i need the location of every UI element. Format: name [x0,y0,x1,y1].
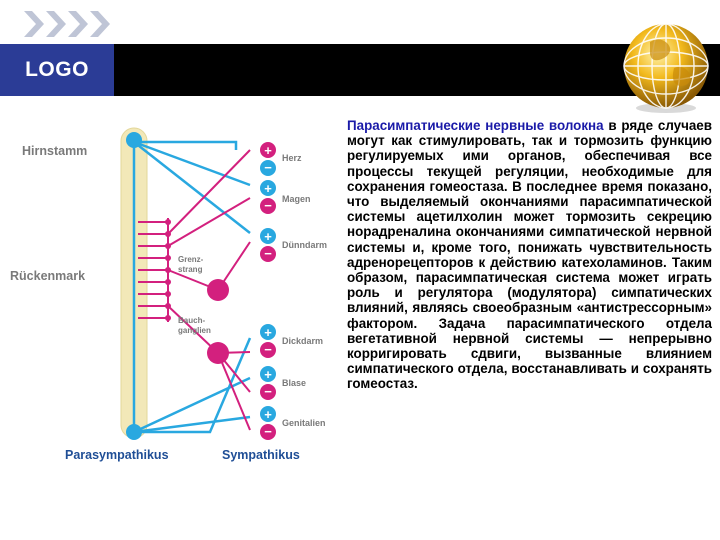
body-text: Парасимпатические нервные волокна в ряде… [347,118,712,392]
body-text-rest: в ряде случаев могут как стимулировать, … [347,118,712,392]
organ-dickdarm: Dickdarm [282,336,323,346]
svg-text:−: − [264,160,272,175]
organ-genitalien: Genitalien [282,418,326,428]
svg-text:−: − [264,342,272,357]
logo-text: LOGO [25,58,89,81]
caption-parasympathikus: Parasympathikus [65,448,169,462]
caption-sympathikus: Sympathikus [222,448,300,462]
body-text-highlight: Парасимпатические нервные волокна [347,118,604,133]
svg-text:+: + [264,143,272,158]
nervous-system-diagram: + − + − + − + − + − + − Hirnstamm Rücken… [10,127,327,462]
organ-magen: Magen [282,194,311,204]
logo: LOGO [0,44,114,96]
label-grenzstrang-1: Grenz- [178,255,204,264]
svg-text:+: + [264,181,272,196]
organ-blase: Blase [282,378,306,388]
label-bauchganglien-2: ganglien [178,326,211,335]
svg-text:−: − [264,424,272,439]
organ-herz: Herz [282,153,302,163]
label-rueckenmark: Rückenmark [10,269,85,283]
svg-text:−: − [264,198,272,213]
header-bar [0,44,720,96]
label-bauchganglien-1: Bauch- [178,316,205,325]
label-hirnstamm: Hirnstamm [22,144,87,158]
svg-text:+: + [264,325,272,340]
organ-duenndarm: Dünndarm [282,240,327,250]
globe-icon [623,23,709,113]
svg-text:+: + [264,407,272,422]
svg-text:−: − [264,246,272,261]
chevron-right-icon [24,11,110,37]
svg-text:−: − [264,384,272,399]
svg-text:+: + [264,367,272,382]
svg-text:+: + [264,229,272,244]
label-grenzstrang-2: strang [178,265,203,274]
